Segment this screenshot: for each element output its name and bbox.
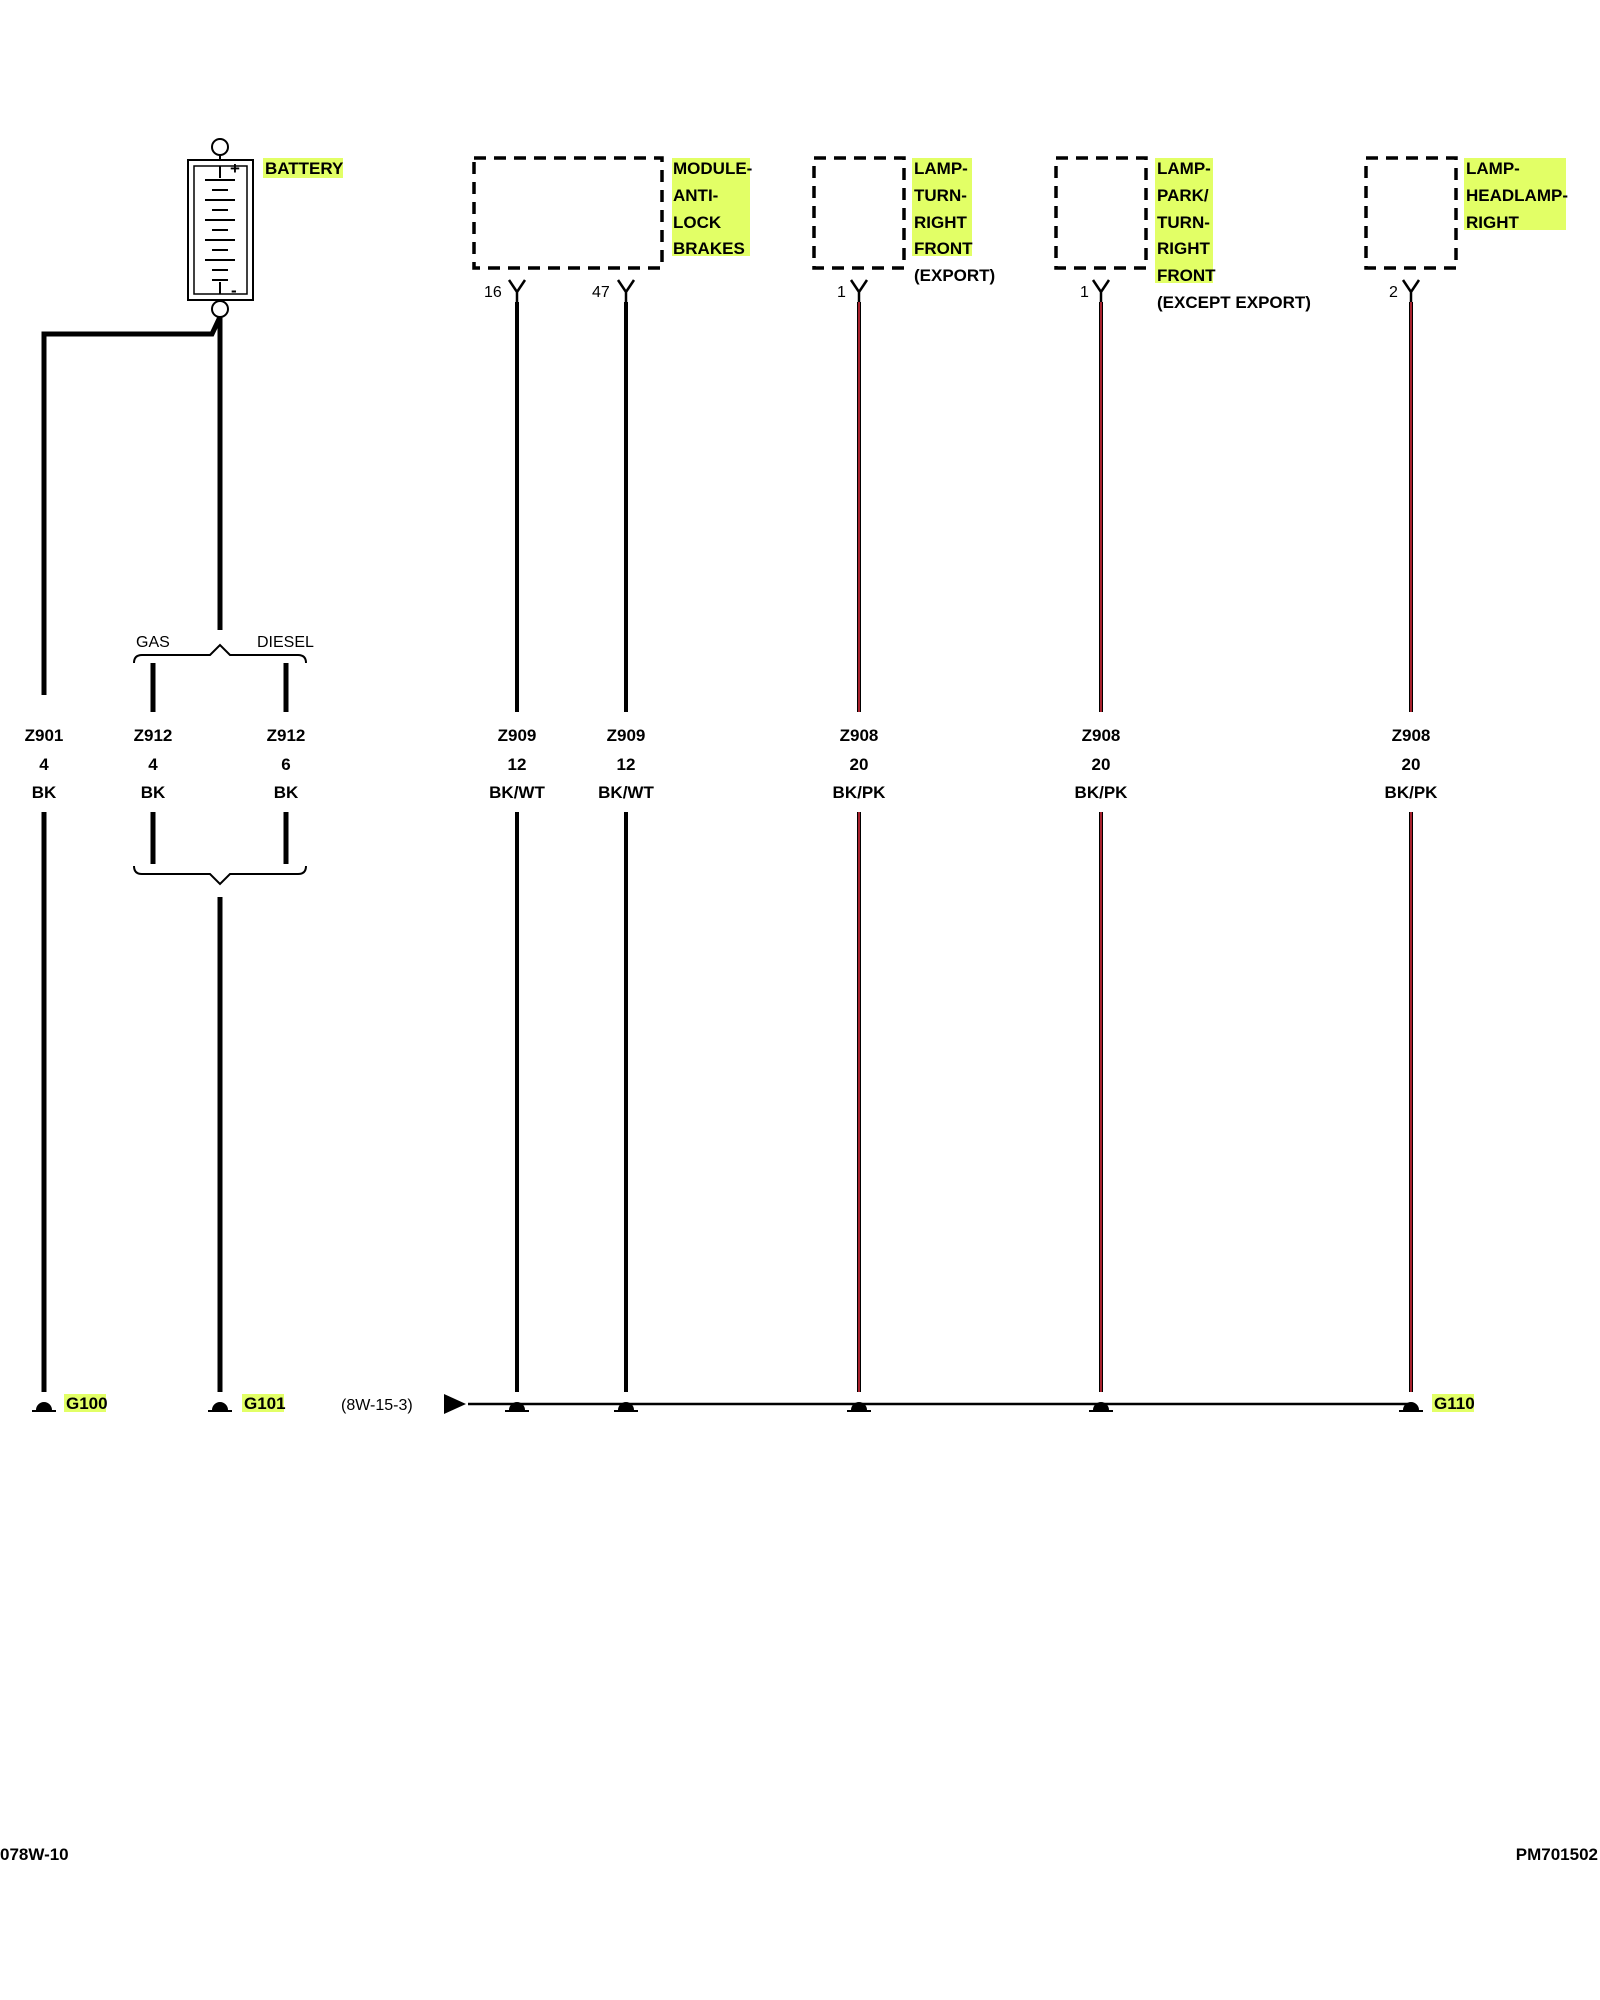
lamp-park-label-2: PARK/: [1157, 186, 1209, 205]
lamp-park-label-1: LAMP-: [1157, 159, 1211, 178]
wire-label-z912-diesel: Z912 6 BK: [267, 726, 306, 802]
pin-abs-47: 47: [592, 284, 610, 301]
option-brace-top: [133, 643, 307, 664]
wire-circuit: Z908: [1392, 726, 1431, 745]
lamp-turn-label-2: TURN-: [914, 186, 967, 205]
wire-circuit: Z908: [1082, 726, 1121, 745]
footer-figure-id: PM701502: [1516, 1845, 1598, 1864]
abs-module-label-highlight: [672, 158, 750, 256]
gas-option-label: GAS: [136, 634, 170, 651]
lamp-park-label-5: FRONT: [1157, 266, 1216, 285]
lamp-head-label-1: LAMP-: [1466, 159, 1520, 178]
abs-module-box: [472, 156, 664, 270]
wire-color: BK: [32, 783, 57, 802]
lamp-turn-note: (EXPORT): [914, 266, 995, 285]
abs-module-label-2: ANTI-: [673, 186, 718, 205]
lamp-head-label-2: HEADLAMP-: [1466, 186, 1568, 205]
lamp-park-box: [1054, 156, 1148, 270]
wire-circuit: Z909: [498, 726, 537, 745]
wire-label-z908-head: Z908 20 BK/PK: [1385, 726, 1439, 802]
wire-color: BK: [141, 783, 166, 802]
wire-gauge: 4: [39, 755, 49, 774]
wire-gauge: 6: [281, 755, 290, 774]
wire-circuit: Z912: [134, 726, 173, 745]
lamp-turn-label-1: LAMP-: [914, 159, 968, 178]
ground-g100-label: G100: [66, 1394, 108, 1413]
pin-abs-16: 16: [484, 284, 502, 301]
wire-circuit: Z912: [267, 726, 306, 745]
ground-g110-label: G110: [1434, 1394, 1475, 1413]
wire-circuit: Z909: [607, 726, 646, 745]
wire-label-z909-b: Z909 12 BK/WT: [598, 726, 654, 802]
wire-gauge: 20: [850, 755, 869, 774]
wire-label-z908-turn: Z908 20 BK/PK: [833, 726, 887, 802]
pin-turn-1: 1: [837, 284, 846, 301]
wire-color: BK/PK: [833, 783, 887, 802]
abs-module-label-1: MODULE-: [673, 159, 752, 178]
connector-terminals: [507, 279, 1421, 302]
lamp-turn-box: [812, 156, 906, 270]
wire-gauge: 4: [148, 755, 158, 774]
lamp-turn-label-4: FRONT: [914, 239, 973, 258]
lamp-head-label-3: RIGHT: [1466, 213, 1520, 232]
ground-bus-arrow-icon: [444, 1394, 466, 1414]
lamp-turn-label-highlight: [912, 158, 972, 256]
wire-gauge: 12: [508, 755, 527, 774]
battery-label-highlight: [263, 158, 343, 178]
battery-plus-sign: +: [230, 159, 240, 178]
g110-highlight: [1432, 1394, 1474, 1412]
ground-symbols: [34, 1402, 1421, 1410]
lamp-park-note: (EXCEPT EXPORT): [1157, 293, 1311, 312]
lamp-park-label-3: TURN-: [1157, 213, 1210, 232]
wire-label-z908-park: Z908 20 BK/PK: [1075, 726, 1129, 802]
footer-page-code: 078W-10: [0, 1845, 69, 1864]
battery-label: BATTERY: [265, 159, 344, 178]
wire-label-z912-gas: Z912 4 BK: [134, 726, 173, 802]
battery-minus-sign: -: [231, 281, 237, 300]
abs-module-label-3: LOCK: [673, 213, 722, 232]
ground-ref-label: (8W-15-3): [341, 1397, 413, 1414]
diesel-option-label: DIESEL: [257, 634, 314, 651]
ground-g101-label: G101: [244, 1394, 286, 1413]
g101-highlight: [242, 1394, 284, 1412]
wire-color: BK/WT: [489, 783, 545, 802]
lamp-park-label-highlight: [1155, 158, 1213, 283]
pin-head-2: 2: [1389, 284, 1398, 301]
wire-label-z901: Z901 4 BK: [25, 726, 64, 802]
wire-color: BK/WT: [598, 783, 654, 802]
wire-label-z909-a: Z909 12 BK/WT: [489, 726, 545, 802]
wire-circuit: Z908: [840, 726, 879, 745]
lamp-park-label-4: RIGHT: [1157, 239, 1211, 258]
pin-park-1: 1: [1080, 284, 1089, 301]
wire-circuit: Z901: [25, 726, 64, 745]
g100-highlight: [64, 1394, 106, 1412]
lamp-turn-label-3: RIGHT: [914, 213, 968, 232]
battery-cable-to-z901: [41, 315, 223, 695]
wire-gauge: 12: [617, 755, 636, 774]
wire-gauge: 20: [1092, 755, 1111, 774]
abs-module-label-4: BRAKES: [673, 239, 745, 258]
lamp-head-box: [1364, 156, 1458, 270]
option-brace-bottom: [133, 865, 307, 886]
battery-symbol: [187, 138, 254, 318]
wire-gauge: 20: [1402, 755, 1421, 774]
lamp-head-label-highlight: [1464, 158, 1566, 230]
wire-color: BK/PK: [1385, 783, 1439, 802]
wire-color: BK/PK: [1075, 783, 1129, 802]
wire-color: BK: [274, 783, 299, 802]
